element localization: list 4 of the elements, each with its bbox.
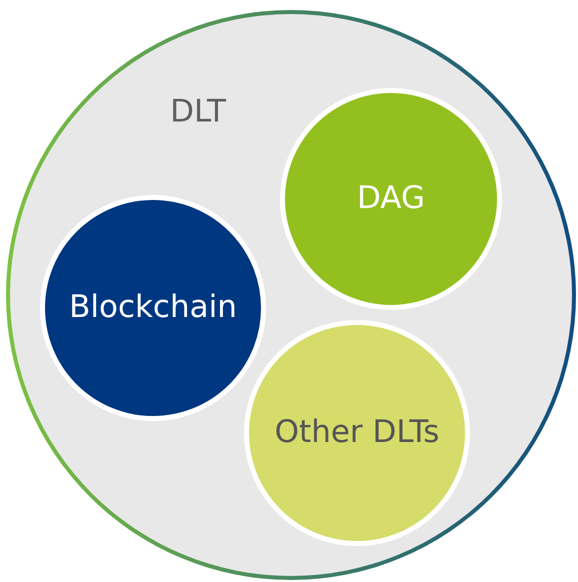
- circle-label: DLT: [170, 92, 226, 132]
- circle-label: Other DLTs: [274, 413, 440, 452]
- circle-label: DAG: [356, 179, 425, 218]
- circle-label: Blockchain: [69, 288, 237, 328]
